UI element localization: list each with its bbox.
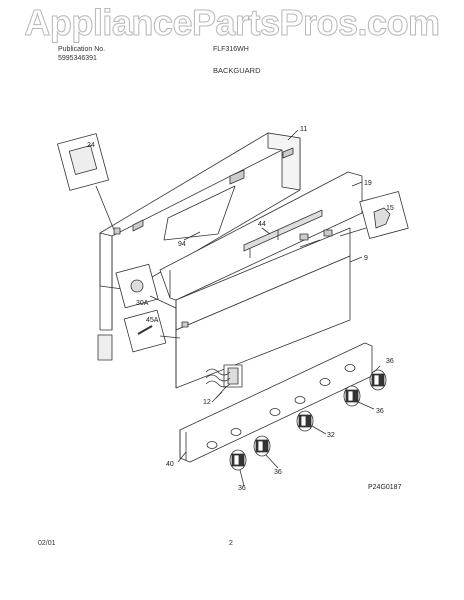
callout-11: 11 [300, 126, 307, 133]
watermark-logo: AppliancePartsPros.com [24, 2, 441, 44]
backguard-frame [97, 132, 301, 361]
callout-12: 12 [203, 399, 211, 406]
callout-32: 32 [327, 432, 335, 439]
model-number: FLF316WH [213, 46, 249, 53]
callout-36-middle: 36 [274, 469, 282, 476]
callout-19: 19 [364, 180, 372, 187]
callout-15: 15 [386, 205, 394, 212]
callout-box-45a [123, 309, 181, 353]
diagram-code: P24G0187 [368, 484, 402, 491]
callout-24: 24 [87, 142, 95, 149]
callout-box-15 [339, 191, 409, 239]
control-panel [175, 227, 351, 389]
footer-date: 02/01 [38, 540, 56, 547]
section-title: BACKGUARD [213, 66, 261, 75]
callout-36-right: 36 [376, 408, 384, 415]
control-knobs [229, 369, 387, 471]
publication-label: Publication No. [58, 46, 106, 53]
callout-36-bottom: 36 [238, 485, 246, 492]
callout-box-30a [115, 263, 177, 309]
callout-44: 44 [258, 221, 266, 228]
callout-40: 40 [166, 461, 174, 468]
callout-94: 94 [178, 241, 186, 248]
infinite-switch [205, 364, 243, 399]
callout-45a: 45A [146, 317, 159, 324]
callout-9: 9 [364, 255, 368, 262]
footer-page-number: 2 [229, 540, 233, 547]
callout-30a: 30A [136, 300, 149, 307]
overlay-panel [159, 171, 363, 301]
publication-number: 5995346391 [58, 55, 97, 62]
callout-36-top: 36 [386, 358, 394, 365]
callout-box-24 [57, 133, 115, 231]
